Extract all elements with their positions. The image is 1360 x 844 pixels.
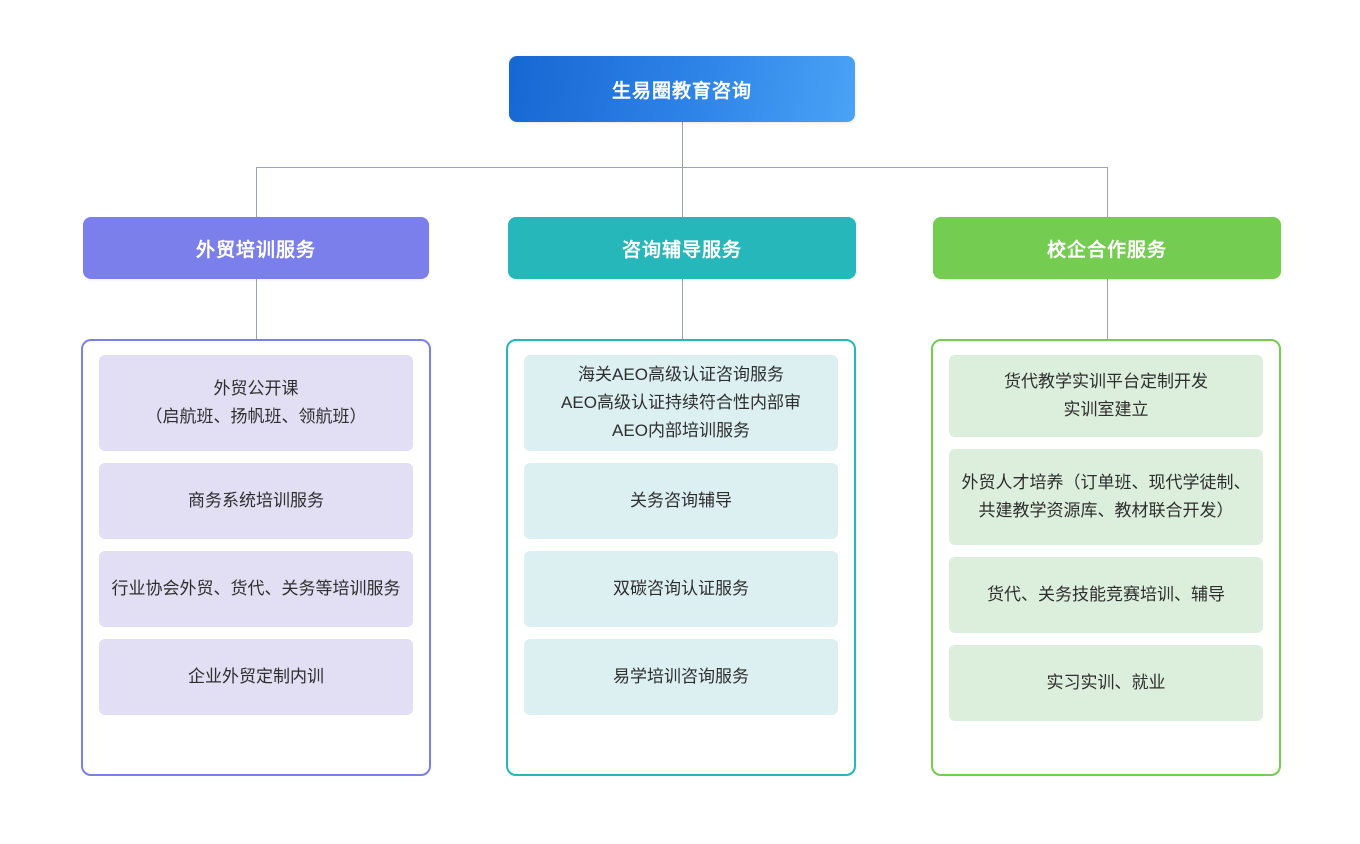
connector-branch-school-enterprise [1107, 167, 1108, 217]
leaf-card[interactable]: 货代教学实训平台定制开发 实训室建立 [949, 355, 1263, 437]
branch-box-training: 外贸公开课 （启航班、扬帆班、领航班） 商务系统培训服务 行业协会外贸、货代、关… [81, 339, 431, 776]
connector-branch-consulting [682, 167, 683, 217]
leaf-card[interactable]: 海关AEO高级认证咨询服务 AEO高级认证持续符合性内部审 AEO内部培训服务 [524, 355, 838, 451]
leaf-card[interactable]: 货代、关务技能竞赛培训、辅导 [949, 557, 1263, 633]
root-node[interactable]: 生易圈教育咨询 [509, 56, 855, 122]
branch-box-school-enterprise: 货代教学实训平台定制开发 实训室建立 外贸人才培养（订单班、现代学徒制、共建教学… [931, 339, 1281, 776]
connector-header-to-box-school-enterprise [1107, 279, 1108, 340]
leaf-card[interactable]: 外贸人才培养（订单班、现代学徒制、共建教学资源库、教材联合开发） [949, 449, 1263, 545]
leaf-card[interactable]: 关务咨询辅导 [524, 463, 838, 539]
leaf-card[interactable]: 实习实训、就业 [949, 645, 1263, 721]
branch-box-consulting: 海关AEO高级认证咨询服务 AEO高级认证持续符合性内部审 AEO内部培训服务 … [506, 339, 856, 776]
leaf-card[interactable]: 外贸公开课 （启航班、扬帆班、领航班） [99, 355, 413, 451]
connector-header-to-box-training [256, 279, 257, 340]
leaf-card[interactable]: 商务系统培训服务 [99, 463, 413, 539]
branch-header-training[interactable]: 外贸培训服务 [83, 217, 429, 279]
leaf-card[interactable]: 行业协会外贸、货代、关务等培训服务 [99, 551, 413, 627]
connector-header-to-box-consulting [682, 279, 683, 340]
leaf-card[interactable]: 企业外贸定制内训 [99, 639, 413, 715]
leaf-card[interactable]: 易学培训咨询服务 [524, 639, 838, 715]
branch-header-consulting[interactable]: 咨询辅导服务 [508, 217, 856, 279]
branch-header-school-enterprise[interactable]: 校企合作服务 [933, 217, 1281, 279]
leaf-card[interactable]: 双碳咨询认证服务 [524, 551, 838, 627]
connector-root-stem [682, 122, 683, 167]
connector-branch-training [256, 167, 257, 217]
